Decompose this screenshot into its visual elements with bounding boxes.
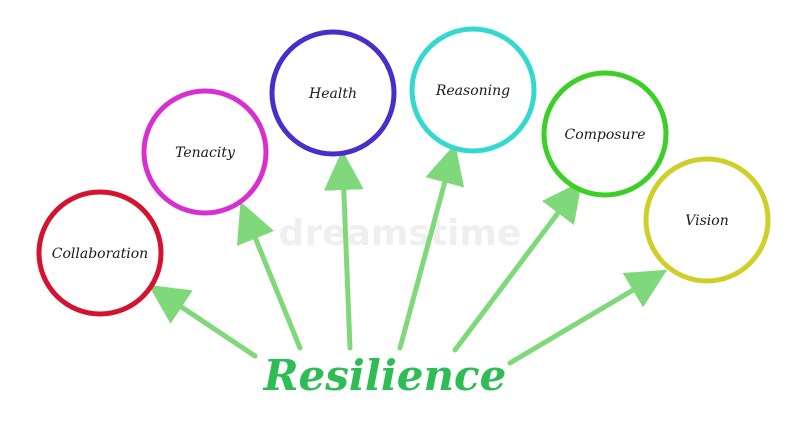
node-circle-health	[269, 29, 397, 157]
arrow-to-composure	[452, 181, 583, 353]
node-tenacity: Tenacity	[141, 88, 269, 216]
node-composure: Composure	[541, 70, 669, 198]
nodes-group: Collaboration Tenacity Health ReasoningComp…	[36, 26, 771, 317]
node-label-health: Health	[308, 86, 357, 102]
node-circle-tenacity	[141, 88, 269, 216]
arrow-to-reasoning	[397, 143, 465, 351]
node-label-tenacity: Tenacity	[175, 145, 236, 161]
node-circle-vision	[643, 156, 771, 284]
node-circle-collaboration	[36, 189, 164, 317]
node-health: Health	[269, 29, 397, 157]
node-label-composure: Composure	[565, 127, 646, 143]
arrow-to-collaboration	[148, 284, 258, 359]
arrow-to-vision	[507, 269, 668, 366]
node-circle-composure	[541, 70, 669, 198]
arrow-to-health	[323, 150, 364, 351]
arrows-group	[148, 143, 668, 366]
node-vision: Vision	[643, 156, 771, 284]
node-collaboration: Collaboration	[36, 189, 164, 317]
watermark-text: dreamstime	[279, 213, 522, 254]
node-circle-reasoning	[409, 26, 537, 154]
node-label-reasoning: Reasoning	[435, 83, 510, 99]
center-label: Resilience	[263, 351, 507, 400]
node-reasoning: Reasoning	[409, 26, 537, 154]
node-label-collaboration: Collaboration	[52, 246, 148, 262]
node-label-vision: Vision	[685, 213, 728, 229]
arrow-to-tenacity	[236, 201, 303, 351]
